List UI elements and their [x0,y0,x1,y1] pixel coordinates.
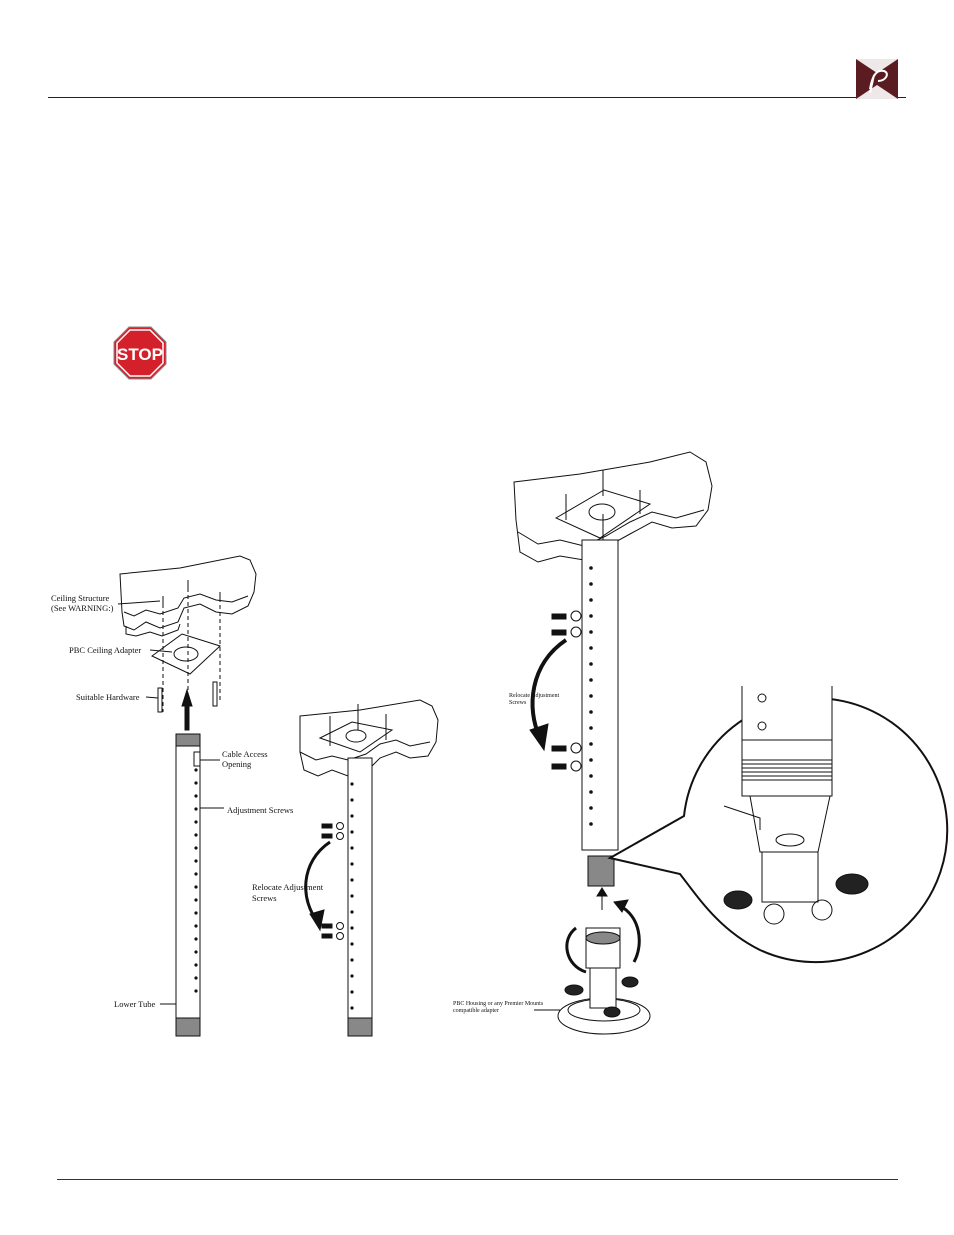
stop-sign-text: STOP [117,345,163,364]
lower-tube-left [175,733,201,1037]
adjustment-holes-left [194,768,198,993]
stop-sign-icon: STOP [113,326,167,380]
detail-callout [607,686,949,964]
label-lower-tube: Lower Tube [114,999,156,1009]
leader-lines-left [117,600,224,1005]
label-pbc-housing-2: compatible adapter [453,1008,499,1014]
label-pbc-ceiling-adapter: PBC Ceiling Adapter [69,645,142,655]
label-relocate-middle-2: Screws [252,893,277,903]
label-ceiling-structure: Ceiling Structure [51,593,110,603]
rotation-arrows [565,887,641,974]
label-suitable-hardware: Suitable Hardware [76,692,140,702]
brand-logo [856,59,898,99]
label-see-warning: (See WARNING:) [51,603,114,613]
lower-tube-right [581,539,619,851]
relocate-screws-middle [304,822,344,940]
label-cable-access-2: Opening [222,759,252,769]
label-cable-access-1: Cable Access [222,749,268,759]
label-adjustment-screws: Adjustment Screws [227,805,294,815]
pbc-housing-right [534,927,651,1035]
label-relocate-right-1: Relocate Adjustment [509,693,560,699]
ceiling-structure-left [119,555,257,637]
ceiling-adapter-left [151,588,221,712]
ceiling-structure-middle [299,699,439,777]
relocate-screws-right [529,610,582,772]
ceiling-structure-right [513,451,713,563]
footer-rule [57,1179,898,1180]
header-rule [48,97,906,98]
label-relocate-middle-1: Relocate Adjustment [252,882,324,892]
label-relocate-right-2: Screws [509,700,527,706]
suitable-hardware-left [157,681,218,731]
label-pbc-housing-1: PBC Housing or any Premier Mounts [453,1001,544,1007]
